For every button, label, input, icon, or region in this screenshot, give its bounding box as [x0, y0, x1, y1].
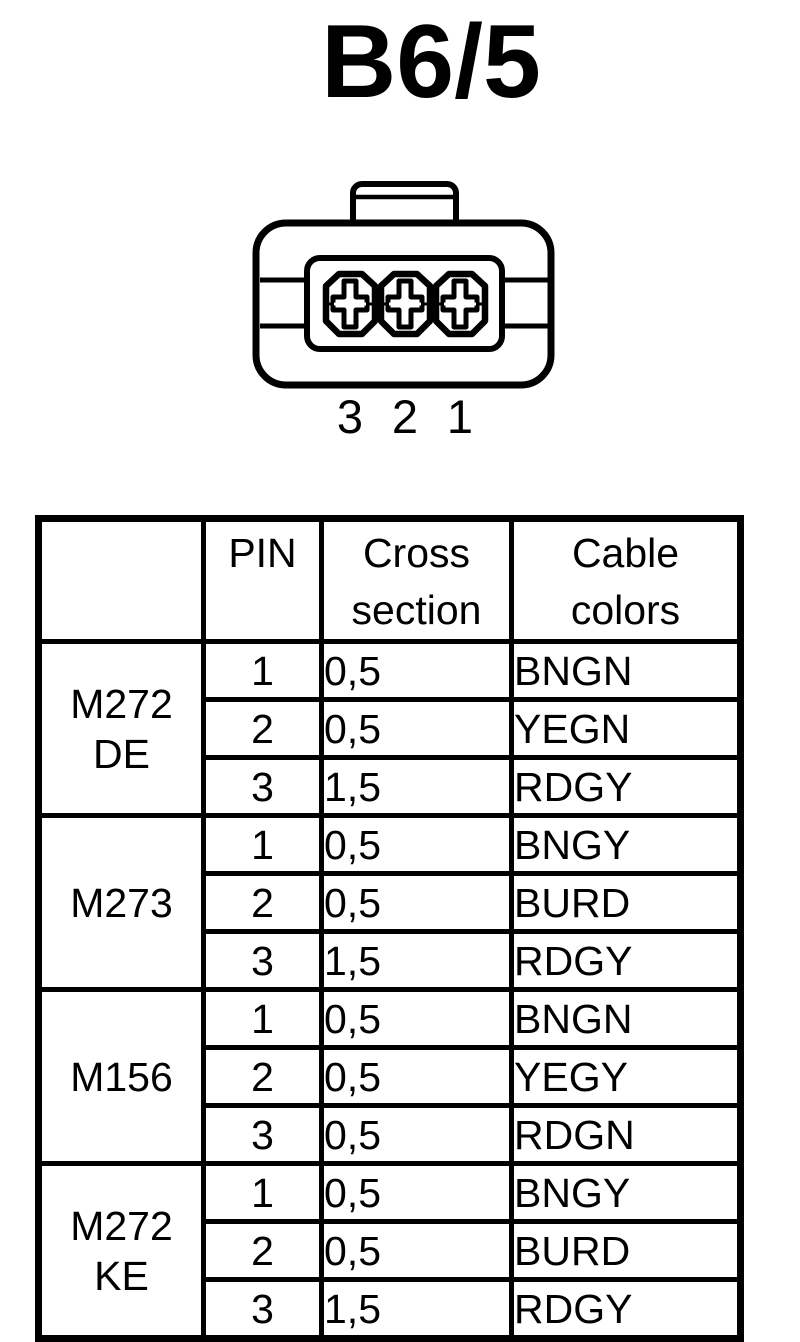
engine-cell-m156: M156	[36, 987, 206, 1166]
pin-cell: 1	[201, 639, 324, 702]
cross-section-cell: 1,5	[319, 755, 514, 818]
cross-section-cell: 0,5	[319, 1045, 514, 1108]
header-engine	[36, 516, 206, 644]
terminal-pin1-icon	[432, 270, 489, 338]
cross-section-cell: 0,5	[319, 697, 514, 760]
cross-section-cell: 0,5	[319, 1219, 514, 1282]
page-title: B6/5	[321, 4, 541, 120]
cross-section-cell: 0,5	[319, 639, 514, 702]
pin-cell: 2	[201, 1219, 324, 1282]
cable-color-cell: BURD	[509, 871, 743, 934]
cable-color-cell: YEGY	[509, 1045, 743, 1108]
pin-cell: 2	[201, 871, 324, 934]
pin-cell: 2	[201, 697, 324, 760]
cross-section-cell: 0,5	[319, 1103, 514, 1166]
connector-latch-tab-icon	[350, 181, 459, 231]
cross-section-cell: 0,5	[319, 871, 514, 934]
cable-color-cell: RDGY	[509, 755, 743, 818]
pin-cell: 2	[201, 1045, 324, 1108]
pin-number-2: 2	[391, 390, 419, 443]
pin-number-1: 1	[446, 390, 474, 443]
cable-color-cell: RDGY	[509, 1277, 743, 1341]
cable-color-cell: BNGN	[509, 987, 743, 1050]
cable-color-cell: RDGN	[509, 1103, 743, 1166]
engine-cell-m272de: M272 DE	[36, 639, 206, 818]
cross-section-cell: 0,5	[319, 1161, 514, 1224]
terminal-pin2-icon	[377, 270, 434, 338]
table-row: 2 0,5 YEGN	[39, 697, 743, 760]
cable-color-cell: BURD	[509, 1219, 743, 1282]
table-row: M272 KE 1 0,5 BNGY	[36, 1161, 743, 1341]
cross-section-cell: 1,5	[319, 929, 514, 992]
header-row: PIN Cross section Cable colors	[36, 516, 743, 644]
connector-diagram	[252, 181, 555, 389]
pin-cell: 3	[201, 1277, 324, 1341]
table-row: M156 1 0,5 BNGN	[36, 987, 743, 1166]
pin-cell: 1	[201, 813, 324, 876]
cross-section-cell: 0,5	[319, 813, 514, 876]
header-cross-section: Cross section	[319, 516, 514, 644]
pin-cell: 1	[201, 1161, 324, 1224]
table-row: 2 0,5 YEGY	[39, 1045, 743, 1108]
table-row: 2 0,5 BURD	[39, 871, 743, 934]
cable-color-cell: YEGN	[509, 697, 743, 760]
pin-cell: 3	[201, 1103, 324, 1166]
connector-key-lines	[260, 277, 548, 329]
engine-cell-m272ke: M272 KE	[36, 1161, 206, 1341]
cable-color-cell: BNGY	[509, 813, 743, 876]
table-row: M272 DE 1 0,5 BNGN	[36, 639, 743, 818]
cross-section-cell: 0,5	[319, 987, 514, 1050]
header-pin: PIN	[201, 516, 324, 644]
cross-section-cell: 1,5	[319, 1277, 514, 1341]
terminal-pin3-icon	[322, 270, 379, 338]
pinout-table: PIN Cross section Cable colors M272 DE 1…	[35, 515, 744, 1342]
cable-color-cell: RDGY	[509, 929, 743, 992]
cable-color-cell: BNGN	[509, 639, 743, 702]
header-cable-colors: Cable colors	[509, 516, 743, 644]
table-row: 3 1,5 RDGY	[39, 755, 743, 818]
engine-cell-m273: M273	[36, 813, 206, 992]
pin-cell: 3	[201, 929, 324, 992]
pin-cell: 1	[201, 987, 324, 1050]
pin-cell: 3	[201, 755, 324, 818]
table-row: 2 0,5 BURD	[39, 1219, 743, 1282]
cable-color-cell: BNGY	[509, 1161, 743, 1224]
pin-number-3: 3	[336, 390, 364, 443]
table-row: M273 1 0,5 BNGY	[36, 813, 743, 992]
table-row: 3 1,5 RDGY	[39, 929, 743, 992]
table-row: 3 0,5 RDGN	[39, 1103, 743, 1166]
